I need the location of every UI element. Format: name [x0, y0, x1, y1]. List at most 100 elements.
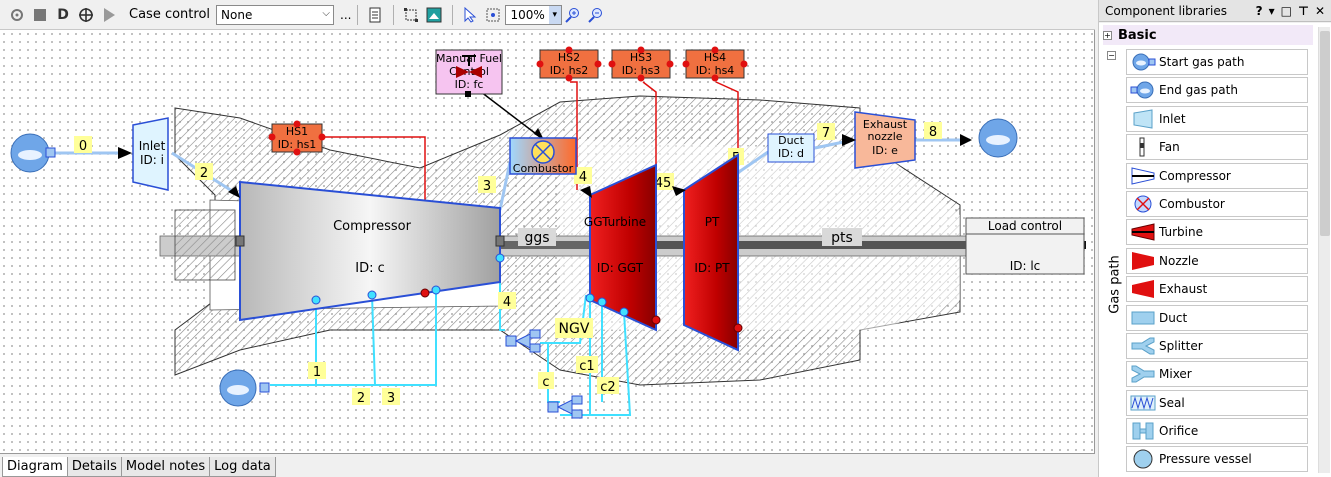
bleed-outlet-icon[interactable]	[219, 369, 270, 407]
document-icon[interactable]	[364, 4, 386, 26]
library-item-mixer[interactable]: Mixer	[1126, 361, 1308, 388]
panel-scrollbar[interactable]	[1318, 27, 1330, 473]
gas-path-section-label: Gas path	[1107, 255, 1123, 314]
tab-diagram[interactable]: Diagram	[2, 457, 68, 477]
tab-log-data[interactable]: Log data	[209, 457, 276, 477]
zoom-select[interactable]: 100% ▾	[505, 4, 562, 25]
library-group-basic[interactable]: + Basic	[1103, 25, 1313, 45]
bleed-station-2[interactable]	[352, 388, 370, 405]
design-point-icon[interactable]: D	[57, 6, 69, 23]
hs4-component[interactable]: HS4 ID: hs4	[682, 46, 748, 82]
zoom-area-icon[interactable]	[482, 4, 504, 26]
pin-panel-button[interactable]: ⊤	[1297, 3, 1309, 18]
combustor-component[interactable]: Combustor	[509, 137, 577, 175]
toolbar-divider	[393, 4, 395, 25]
duct-component[interactable]: Duct ID: d	[767, 133, 815, 163]
fuel-control-line2: Control	[449, 65, 489, 78]
library-item-pressure-vessel[interactable]: Pressure vessel	[1126, 446, 1308, 473]
station-3[interactable]	[478, 176, 496, 193]
ambient-outlet-icon[interactable]	[960, 118, 1018, 158]
library-item-nozzle[interactable]: Nozzle	[1126, 247, 1308, 274]
station-8[interactable]	[924, 122, 942, 139]
station-c1[interactable]	[576, 356, 598, 373]
hs1-component[interactable]: HS1 ID: hs1	[268, 120, 326, 156]
bleed-station-3-label: 3	[387, 391, 395, 406]
load-control-component[interactable]: Load control ID: lc	[965, 217, 1085, 275]
hs2-component[interactable]: HS2 ID: hs2	[536, 46, 602, 82]
tab-details[interactable]: Details	[66, 457, 122, 477]
station-c2[interactable]	[597, 377, 619, 394]
gg-turbine-id: ID: GGT	[597, 261, 644, 275]
library-item-end-gas-path[interactable]: End gas path	[1126, 77, 1308, 104]
bleed-station-1[interactable]	[308, 362, 326, 379]
pointer-icon[interactable]	[459, 4, 481, 26]
station-c[interactable]	[538, 372, 554, 389]
pts-label: pts	[831, 230, 853, 246]
ambient-inlet-icon[interactable]	[10, 133, 56, 173]
power-turbine-component[interactable]: PT ID: PT	[672, 153, 743, 352]
station-c-label: c	[542, 375, 549, 390]
exhaust-id: ID: e	[872, 144, 898, 157]
zoom-out-icon[interactable]	[585, 4, 607, 26]
splitter-icon[interactable]	[505, 329, 541, 353]
combustor-icon	[1129, 193, 1157, 215]
stop-icon[interactable]	[29, 4, 51, 26]
station-4-label: 4	[579, 170, 587, 185]
help-button[interactable]: ?	[1255, 3, 1263, 18]
inlet-component[interactable]: Inlet ID: i	[118, 117, 169, 191]
chevron-down-icon[interactable]: ▾	[548, 5, 561, 24]
ngv-label: NGV	[559, 321, 590, 337]
engine-diagram: 0 2 3 4 45 5 7 8 1 2 3 4 c c1	[10, 46, 1086, 419]
scrollbar-thumb[interactable]	[1320, 31, 1330, 236]
library-item-inlet[interactable]: Inlet	[1126, 105, 1308, 132]
image-export-icon[interactable]	[423, 4, 445, 26]
bleed-station-1-label: 1	[313, 365, 321, 380]
bleed-station-4[interactable]	[498, 292, 516, 309]
close-panel-button[interactable]: ✕	[1314, 3, 1325, 18]
toolbar-divider	[452, 4, 454, 25]
exhaust-nozzle-component[interactable]: Exhaust nozzle ID: e	[842, 111, 916, 169]
station-7[interactable]	[817, 123, 835, 140]
gas-path-5	[735, 150, 769, 176]
hs3-component[interactable]: HS3 ID: hs3	[608, 46, 674, 82]
library-item-splitter[interactable]: Splitter	[1126, 332, 1308, 359]
diagram-canvas[interactable]: 0 2 3 4 45 5 7 8 1 2 3 4 c c1	[0, 30, 1095, 453]
zoom-in-icon[interactable]	[562, 4, 584, 26]
station-45[interactable]	[652, 173, 674, 190]
view-tabs: Diagram Details Model notes Log data	[0, 453, 1095, 477]
library-item-exhaust[interactable]: Exhaust	[1126, 276, 1308, 303]
run-icon[interactable]	[98, 4, 120, 26]
manual-fuel-control-component[interactable]: Manual Fuel Control ID: fc	[435, 49, 503, 97]
library-item-start-gas-path[interactable]: Start gas path	[1126, 49, 1308, 75]
gg-turbine-component[interactable]: GGTurbine ID: GGT	[580, 163, 661, 332]
compressor-component[interactable]: Compressor ID: c	[228, 180, 505, 322]
library-item-compressor[interactable]: Compressor	[1126, 162, 1308, 189]
fit-selection-icon[interactable]	[400, 4, 422, 26]
library-item-seal[interactable]: Seal	[1126, 389, 1308, 416]
pt-id: ID: PT	[694, 261, 730, 275]
settings-icon[interactable]	[6, 4, 28, 26]
library-item-fan[interactable]: Fan	[1126, 134, 1308, 161]
station-2[interactable]	[195, 163, 213, 180]
expand-icon[interactable]: +	[1103, 30, 1112, 40]
tab-model-notes[interactable]: Model notes	[120, 457, 211, 477]
hs1-id: ID: hs1	[278, 138, 317, 151]
library-item-combustor[interactable]: Combustor	[1126, 190, 1308, 217]
library-item-orifice[interactable]: Orifice	[1126, 418, 1308, 445]
float-panel-button[interactable]: □	[1280, 3, 1292, 18]
library-item-turbine[interactable]: Turbine	[1126, 219, 1308, 246]
library-item-duct[interactable]: Duct	[1126, 304, 1308, 331]
collapse-icon[interactable]: −	[1107, 51, 1116, 60]
ggs-shaft	[500, 241, 656, 249]
station-4[interactable]	[574, 167, 592, 184]
hs2-id: ID: hs2	[550, 64, 589, 77]
bleed-station-3[interactable]	[382, 388, 400, 405]
mixer-icon[interactable]	[547, 395, 583, 419]
case-control-more-button[interactable]: ...	[340, 7, 352, 22]
case-control-select[interactable]: None ⌵	[216, 4, 335, 25]
ngv-label-box[interactable]	[555, 318, 593, 338]
station-0[interactable]	[74, 136, 92, 153]
off-design-icon[interactable]	[75, 4, 97, 26]
panel-menu-button[interactable]: ▾	[1268, 3, 1275, 18]
load-control-id: ID: lc	[1010, 259, 1041, 273]
